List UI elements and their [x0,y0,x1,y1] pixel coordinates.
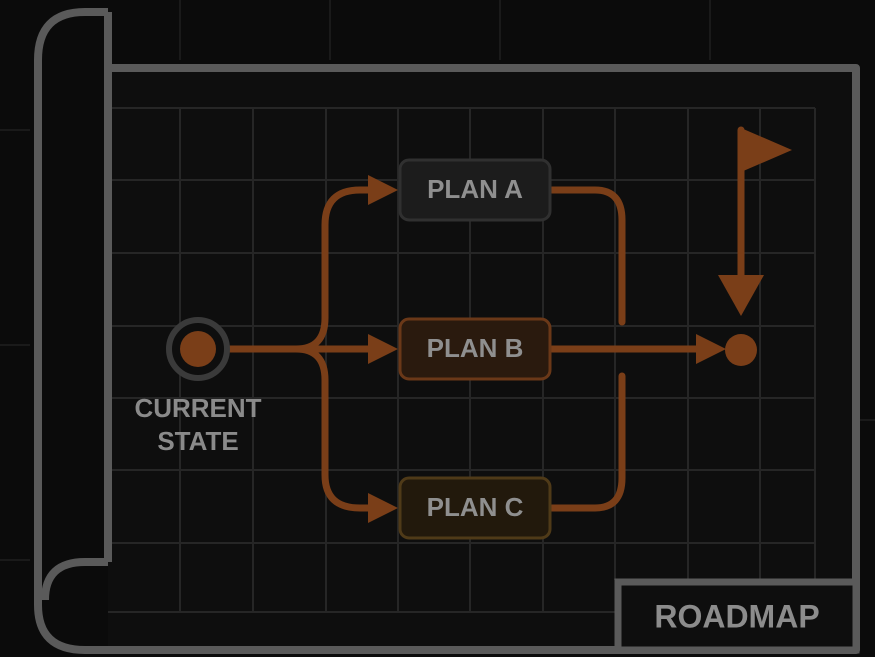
arrowheads [368,175,764,523]
plan-a-node: PLAN A [398,158,552,222]
connector-to-plan-c [292,345,376,512]
flag-icon [741,128,792,172]
plan-b-label: PLAN B [427,333,524,363]
arrow-icon [368,175,398,205]
roadmap-label: ROADMAP [654,598,819,634]
roadmap-tag [614,578,860,654]
arrow-icon [368,334,398,364]
arrow-icon [696,334,726,364]
connector-from-plan-a [548,186,626,326]
plan-b-node: PLAN B [398,317,552,381]
arrow-icon [368,493,398,523]
plan-c-label: PLAN C [427,492,524,522]
plan-c-node: PLAN C [398,476,552,540]
goal-node-icon [725,334,757,366]
current-state-label-line2: STATE [157,426,238,456]
arrow-icon [718,275,764,316]
plan-a-label: PLAN A [427,174,523,204]
outer-grid [0,0,875,561]
connectors [226,126,745,512]
current-state-label-line1: CURRENT [134,393,261,423]
start-node-icon [166,317,230,381]
connector-from-plan-c [548,372,626,512]
map-frame [34,8,860,654]
connector-to-plan-a [292,186,376,353]
